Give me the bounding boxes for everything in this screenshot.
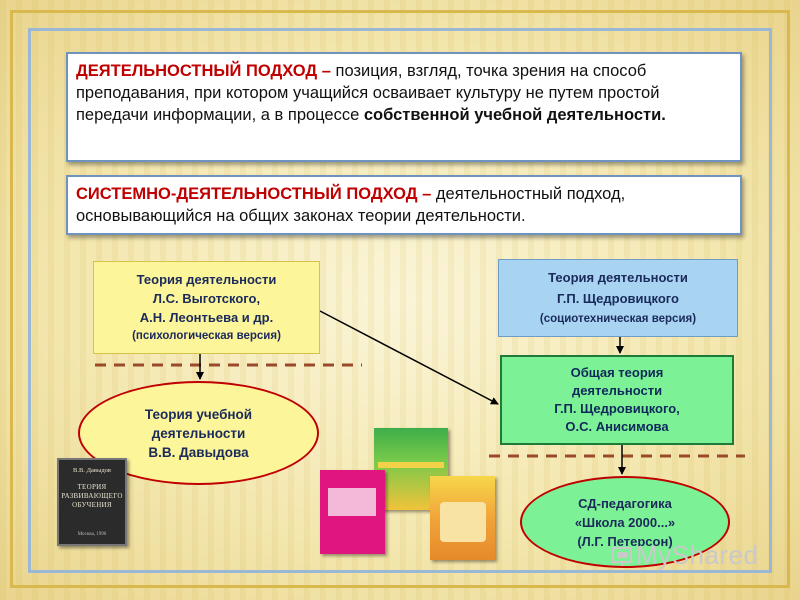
definition-text: деятельностный подход, основывающийся на…	[76, 185, 626, 225]
watermark: MyShared	[612, 540, 759, 571]
inner-frame	[28, 28, 772, 573]
term-system-activity-approach: СИСТЕМНО-ДЕЯТЕЛЬНОСТНЫЙ ПОДХОД	[76, 185, 418, 203]
watermark-text: MyShared	[636, 540, 759, 570]
book-cover-orange	[430, 476, 495, 560]
node-shchedrovitsky-theory: Теория деятельности Г.П. Щедровицкого (с…	[498, 259, 738, 337]
myshared-logo-icon	[612, 546, 632, 566]
outer-frame	[10, 10, 790, 588]
book-cover-davydov: В.В. Давыдов ТЕОРИЯ РАЗВИВАЮЩЕГО ОБУЧЕНИ…	[57, 458, 127, 546]
definition-system-activity-approach: СИСТЕМНО-ДЕЯТЕЛЬНОСТНЫЙ ПОДХОД – деятель…	[66, 175, 742, 235]
term-activity-approach: ДЕЯТЕЛЬНОСТНЫЙ ПОДХОД	[76, 62, 318, 80]
node-general-activity-theory: Общая теория деятельности Г.П. Щедровицк…	[500, 355, 734, 445]
node-vygotsky-theory: Теория деятельности Л.С. Выготского, А.Н…	[93, 261, 320, 354]
definition-text: позиция, взгляд, точка зрения на способ …	[76, 62, 660, 124]
definition-emphasis: собственной учебной деятельности.	[363, 106, 666, 124]
book-cover-green	[374, 428, 448, 510]
book-cover-magenta	[320, 470, 385, 554]
arrow-vygotsky-to-general-theory	[319, 310, 499, 405]
definition-activity-approach: ДЕЯТЕЛЬНОСТНЫЙ ПОДХОД – позиция, взгляд,…	[66, 52, 742, 162]
